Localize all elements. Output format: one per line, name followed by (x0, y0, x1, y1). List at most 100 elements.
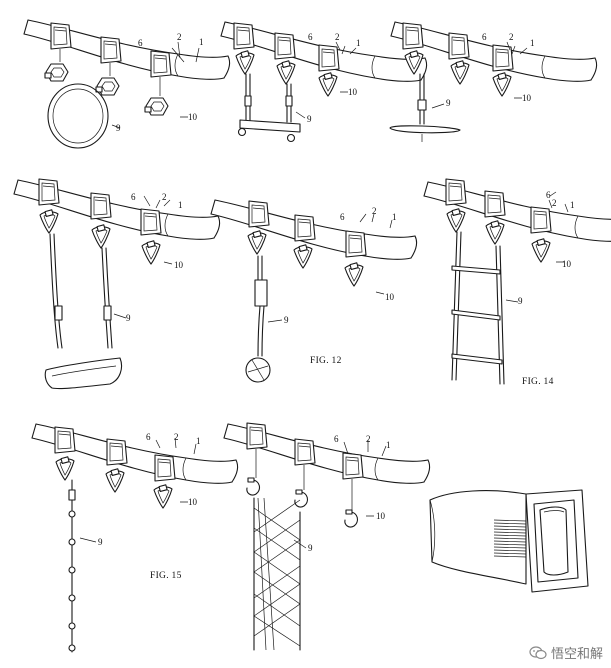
triangle-link (293, 244, 313, 269)
t-bar (389, 125, 461, 134)
triangle-link (39, 209, 59, 234)
rope-knot (68, 594, 76, 602)
loop-buckle (50, 22, 72, 50)
triangle-link (247, 230, 267, 255)
watermark: 悟空和解 (529, 643, 603, 662)
callout-belt: 1 (178, 200, 183, 210)
callout-loop: 2 (509, 32, 514, 42)
callout-belt: 1 (356, 38, 361, 48)
loop-buckle (100, 36, 122, 64)
callout-carabiner: 10 (174, 260, 184, 270)
loop-buckle (484, 190, 506, 218)
callout-loop: 2 (174, 432, 179, 442)
callout-accessory: 9 (308, 543, 313, 553)
ladder-rung (451, 265, 501, 275)
callout-belt: 1 (196, 436, 201, 446)
loop-buckle (54, 426, 76, 454)
callout-accessory: 9 (284, 315, 289, 325)
loop-buckle (233, 22, 255, 50)
loop-buckle (402, 22, 424, 50)
figure-ladder: 9 6 2 1 10 FIG. 14 (423, 178, 611, 387)
hex-carabiner (95, 77, 120, 96)
callout-loop: 2 (366, 434, 371, 444)
callout-loop: 2 (552, 198, 557, 208)
loop-buckle (530, 206, 552, 234)
callout-accessory: 9 (126, 313, 131, 323)
loop-buckle (318, 44, 340, 72)
callout-accessory: 9 (446, 98, 451, 108)
loop-buckle (345, 230, 367, 258)
loop-buckle (90, 192, 112, 220)
loop-buckle (445, 178, 467, 206)
callout-accessory: 9 (98, 537, 103, 547)
loop-buckle (492, 44, 514, 72)
loop-buckle (294, 214, 316, 242)
wechat-icon (529, 645, 547, 659)
callout-loop: 2 (162, 192, 167, 202)
climbing-net (253, 497, 301, 651)
loop-buckle (274, 32, 296, 60)
figure-trapeze: 9 6 2 1 10 (220, 21, 428, 143)
callout-belt: 1 (530, 38, 535, 48)
callout-connector: 6 (546, 190, 551, 200)
loop-buckle (154, 454, 176, 482)
figure-ball: 9 6 2 1 10 FIG. 12 (210, 199, 418, 383)
callout-loop: 2 (372, 206, 377, 216)
triangle-link (105, 468, 125, 493)
callout-belt: 1 (570, 200, 575, 210)
rope-knot (68, 566, 76, 574)
triangle-link (141, 240, 161, 265)
stitching (493, 519, 527, 558)
loop-buckle (248, 200, 270, 228)
hook (344, 509, 359, 528)
triangle-link (492, 72, 512, 97)
callout-accessory: 9 (518, 296, 523, 306)
triangle-link (344, 262, 364, 287)
callout-carabiner: 10 (522, 93, 532, 103)
figure-caption: FIG. 12 (310, 356, 342, 366)
triangle-link (450, 60, 470, 85)
watermark-text: 悟空和解 (550, 647, 603, 662)
rope-knot (68, 510, 76, 518)
figure-strap-detail (429, 489, 589, 593)
callout-connector: 6 (146, 432, 151, 442)
loop-buckle (246, 422, 268, 450)
callout-connector: 6 (340, 212, 345, 222)
figure-caption: FIG. 14 (522, 377, 554, 387)
triangle-link (446, 208, 466, 233)
loop-buckle (38, 178, 60, 206)
trapeze-bar (239, 119, 301, 133)
loop-buckle (150, 50, 172, 78)
triangle-link (91, 224, 111, 249)
figure-bar: 9 6 2 1 10 (389, 21, 598, 142)
callout-connector: 6 (138, 38, 143, 48)
loop-buckle (140, 208, 162, 236)
hook (294, 489, 309, 508)
callout-connector: 6 (131, 192, 136, 202)
figure-caption: FIG. 15 (150, 571, 182, 581)
callout-carabiner: 10 (188, 497, 198, 507)
figure-ring: 6 2 1 9 10 (23, 19, 231, 149)
callout-connector: 6 (482, 32, 487, 42)
triangle-link (485, 220, 505, 245)
callout-carabiner: 10 (385, 292, 395, 302)
triangle-link (55, 456, 75, 481)
rope-knot (68, 644, 76, 652)
callout-belt: 1 (392, 212, 397, 222)
triangle-link (235, 50, 255, 75)
figure-net: 9 6 2 1 10 (223, 422, 431, 651)
callout-carabiner: 10 (348, 87, 358, 97)
callout-accessory: 9 (116, 123, 121, 133)
loop-buckle (106, 438, 128, 466)
callout-loop: 2 (177, 32, 182, 42)
callout-connector: 6 (308, 32, 313, 42)
triangle-link (404, 50, 424, 75)
buckle-frame (525, 489, 589, 593)
callout-carabiner: 10 (188, 112, 198, 122)
triangle-link (318, 72, 338, 97)
callout-belt: 1 (386, 440, 391, 450)
strap-body (429, 490, 527, 585)
swing-seat (44, 357, 123, 390)
loop-buckle (342, 452, 364, 480)
